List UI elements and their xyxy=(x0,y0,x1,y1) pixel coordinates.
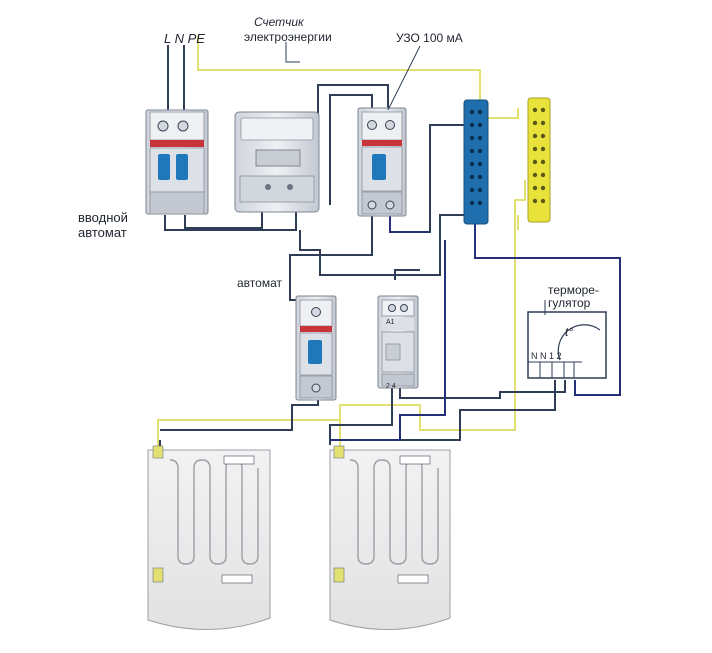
heating-mat-left xyxy=(147,445,271,630)
thermostat-label-line1: терморе- xyxy=(548,283,599,297)
main-breaker-label-line1: вводной xyxy=(78,210,128,225)
contactor-a1-label: A1 xyxy=(386,319,395,326)
earth-bus-bar xyxy=(527,97,551,223)
main-breaker xyxy=(145,109,209,215)
heating-mat-right xyxy=(329,445,451,630)
rcd-label: УЗО 100 мА xyxy=(396,31,463,45)
label-leaders xyxy=(285,42,546,315)
rcd-device xyxy=(357,107,407,217)
input-lines-label: L N PE xyxy=(164,31,205,46)
energy-meter xyxy=(234,111,320,213)
thermostat-label-line2: гулятор xyxy=(548,296,591,310)
contactor xyxy=(377,295,419,389)
main-breaker-label-line2: автомат xyxy=(78,225,127,240)
circuit-breaker xyxy=(295,295,337,401)
pe-wires xyxy=(157,35,526,450)
thermostat xyxy=(527,311,607,379)
thermostat-temp-symbol: t° xyxy=(565,325,574,339)
phase-wires xyxy=(159,45,566,455)
thermostat-terminals: N N 1 2 xyxy=(531,351,562,361)
breaker-label: автомат xyxy=(237,276,282,290)
meter-label-line2: электроэнергии xyxy=(244,30,332,44)
meter-label-line1: Счетчик xyxy=(254,15,304,29)
neutral-bus-bar xyxy=(463,99,489,225)
contactor-terminals-label: 2 4 xyxy=(386,383,396,390)
